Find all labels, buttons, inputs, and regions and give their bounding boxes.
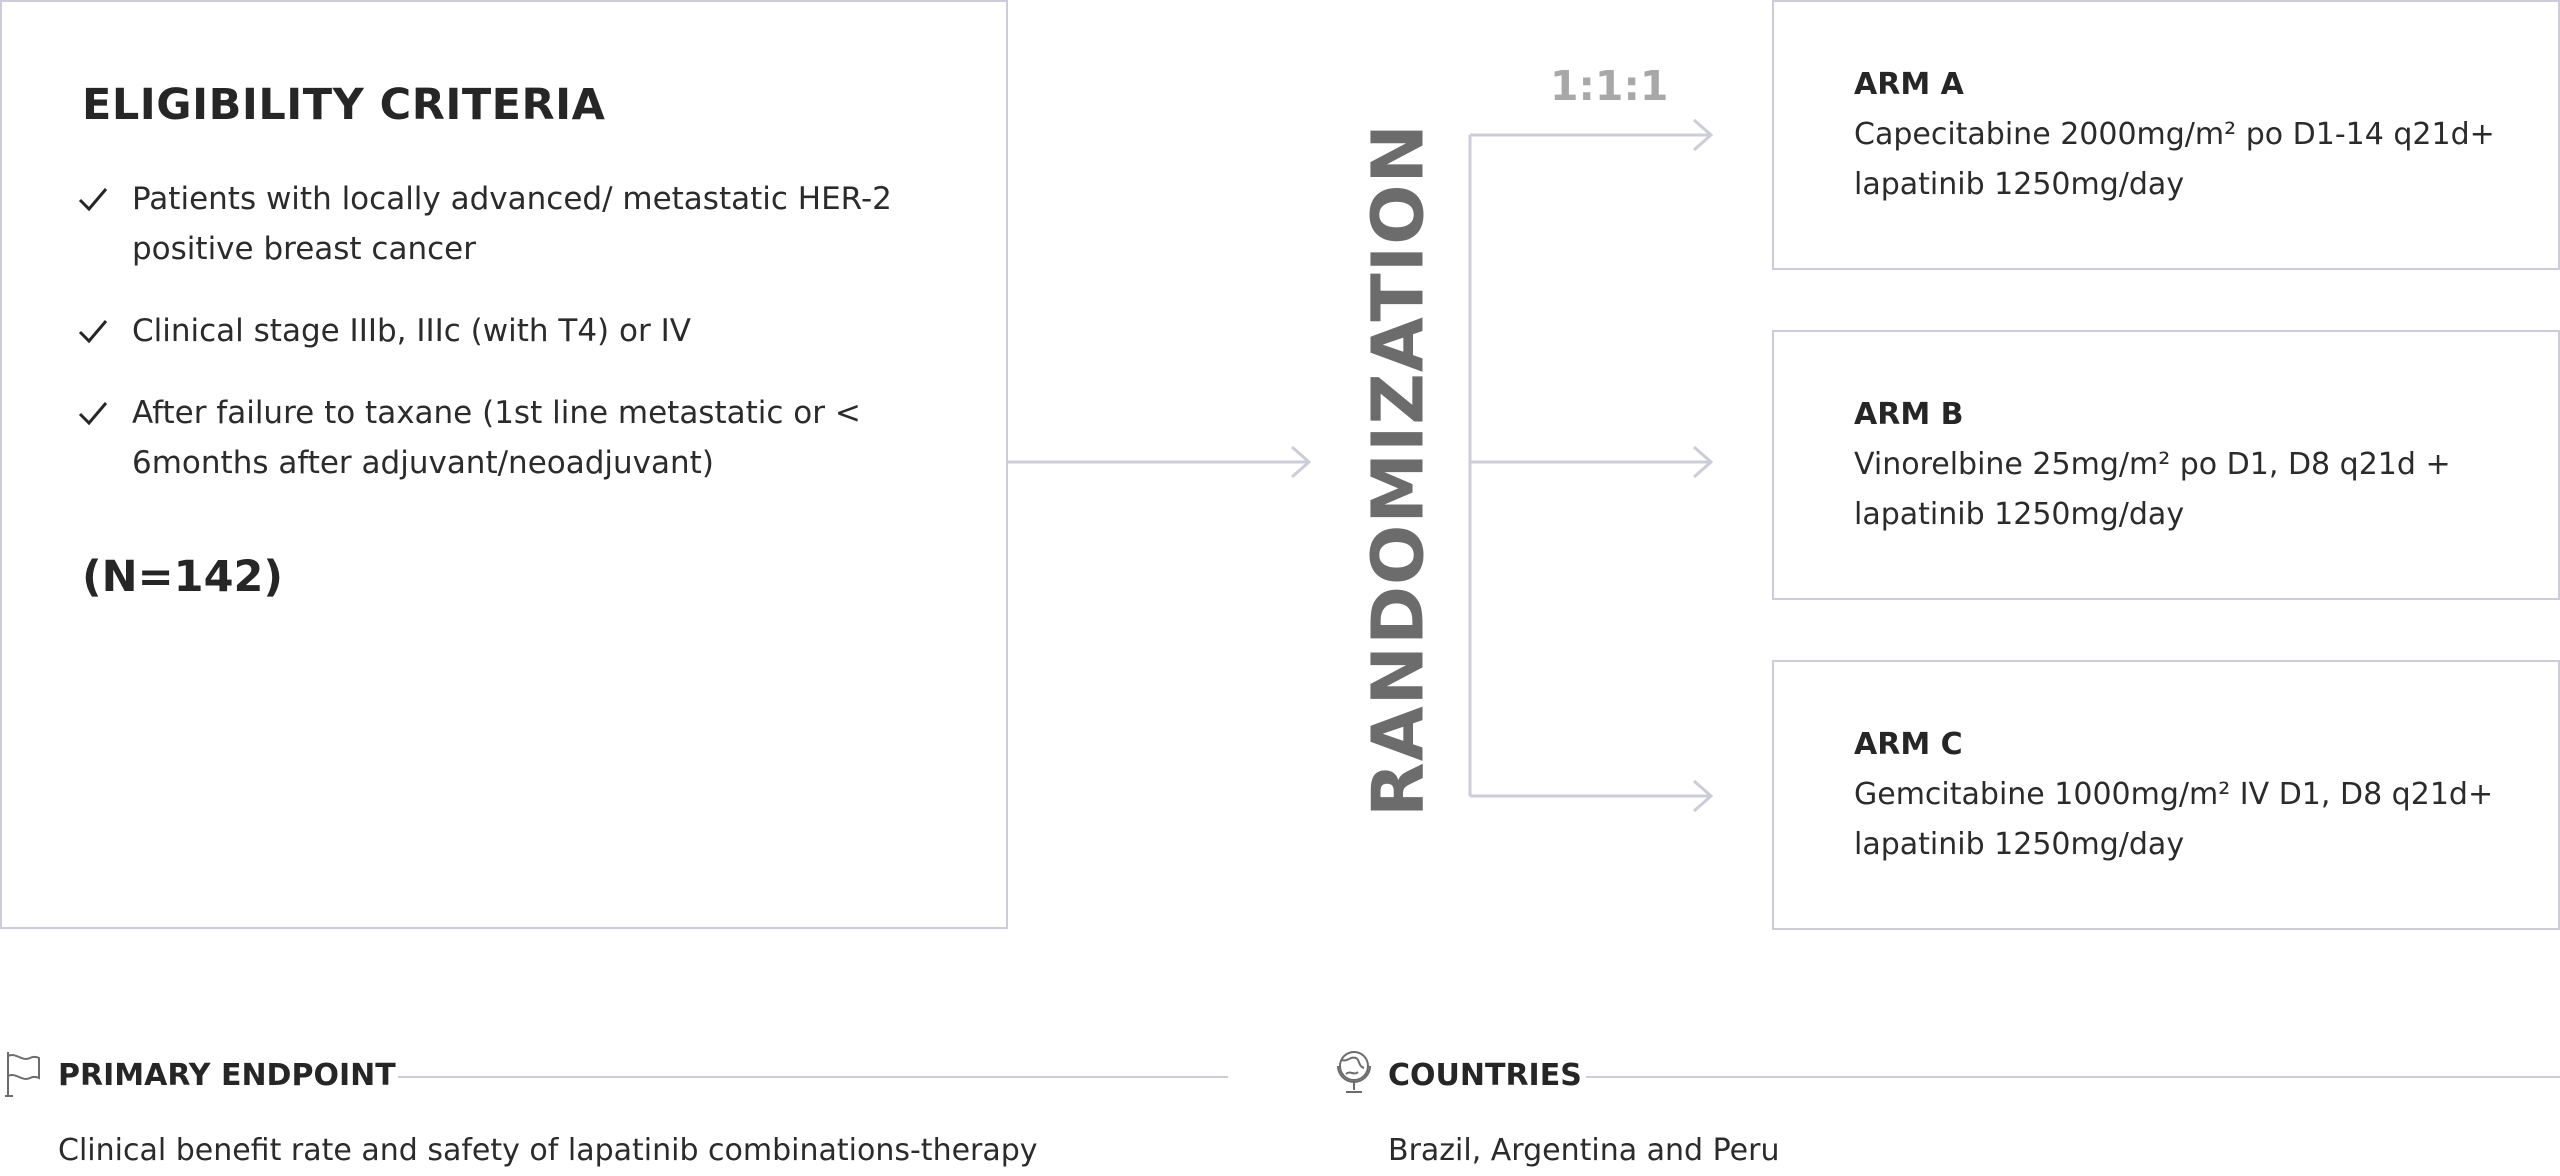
countries-divider	[1586, 1076, 2560, 1078]
criteria-text: After failure to taxane (1st line metast…	[132, 395, 861, 481]
flag-icon	[5, 1052, 40, 1097]
arrow-head	[1693, 118, 1714, 152]
primary-endpoint-divider	[398, 1076, 1228, 1078]
arm-description: Gemcitabine 1000mg/m² IV D1, D8 q21d+ la…	[1854, 777, 2494, 862]
primary-endpoint-title: PRIMARY ENDPOINT	[58, 1058, 396, 1093]
arrow-head	[1291, 445, 1312, 479]
check-icon	[78, 402, 108, 426]
countries-text: Brazil, Argentina and Peru	[1388, 1133, 1780, 1168]
arm-a-box: ARM A Capecitabine 2000mg/m² po D1-14 q2…	[1772, 0, 2560, 270]
criteria-item: After failure to taxane (1st line metast…	[78, 388, 978, 488]
eligibility-title: ELIGIBILITY CRITERIA	[82, 80, 606, 130]
arm-title: ARM A	[1854, 67, 1964, 102]
eligibility-box: ELIGIBILITY CRITERIA Patients with local…	[0, 0, 1008, 929]
criteria-text: Clinical stage IIIb, IIIc (with T4) or I…	[132, 313, 691, 349]
countries-title: COUNTRIES	[1388, 1058, 1582, 1093]
arm-description: Capecitabine 2000mg/m² po D1-14 q21d+ la…	[1854, 117, 2495, 202]
arm-c-box: ARM C Gemcitabine 1000mg/m² IV D1, D8 q2…	[1772, 660, 2560, 930]
sample-size: (N=142)	[82, 552, 284, 602]
globe-icon	[1337, 1051, 1371, 1093]
arrow-head	[1693, 779, 1714, 813]
arm-b-box: ARM B Vinorelbine 25mg/m² po D1, D8 q21d…	[1772, 330, 2560, 600]
check-icon	[78, 320, 108, 344]
criteria-text: Patients with locally advanced/ metastat…	[132, 181, 892, 267]
primary-endpoint-text: Clinical benefit rate and safety of lapa…	[58, 1133, 1038, 1168]
randomization-ratio: 1:1:1	[1550, 62, 1669, 110]
arm-title: ARM B	[1854, 397, 1964, 432]
randomization-label: RANDOMIZATION	[1356, 123, 1440, 817]
check-icon	[78, 188, 108, 212]
criteria-item: Patients with locally advanced/ metastat…	[78, 174, 978, 274]
criteria-item: Clinical stage IIIb, IIIc (with T4) or I…	[78, 306, 978, 356]
arm-description: Vinorelbine 25mg/m² po D1, D8 q21d + lap…	[1854, 447, 2451, 532]
arrow-head	[1693, 445, 1714, 479]
criteria-list: Patients with locally advanced/ metastat…	[78, 174, 978, 520]
arm-title: ARM C	[1854, 727, 1963, 762]
